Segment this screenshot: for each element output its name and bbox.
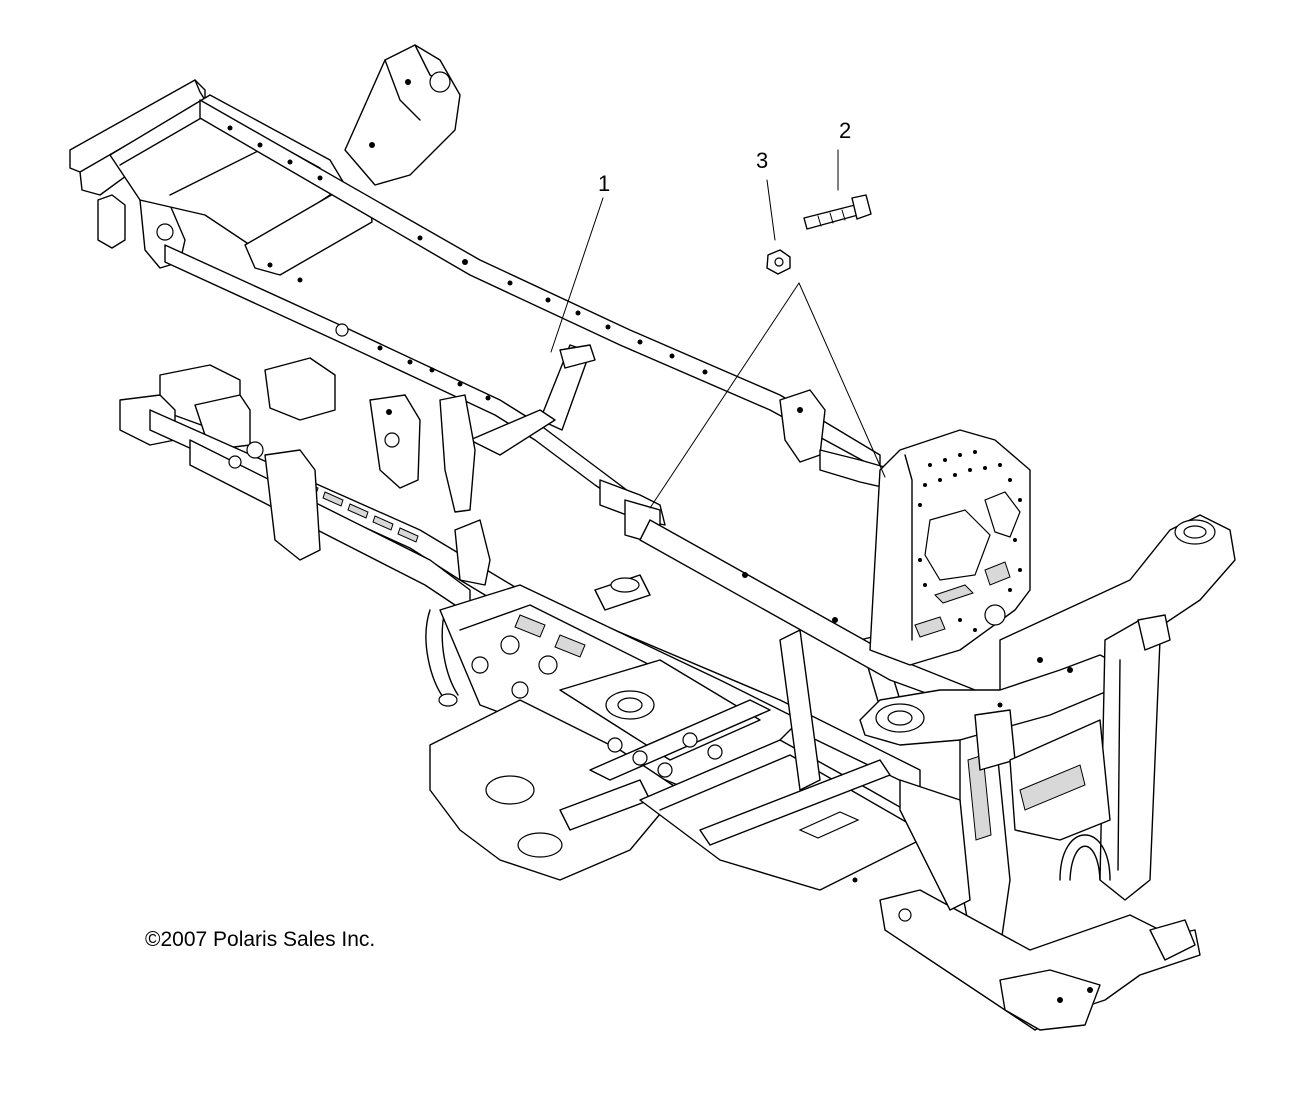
leader-line-3a [649,282,800,509]
callout-3: 3 [756,148,768,173]
front-bulkhead [852,429,1236,1031]
callout-1: 1 [598,171,610,196]
copyright-notice: ©2007 Polaris Sales Inc. [145,928,375,951]
tower-holes [918,450,1022,632]
lower-main-frame [119,357,1001,891]
leader-lines [550,149,886,509]
leader-line-3b [798,282,886,478]
bolt-part-2 [803,194,872,230]
rail-holes [227,125,708,401]
callout-2: 2 [839,118,851,143]
upper-frame-rail [69,44,896,546]
leader-line-3 [766,179,776,241]
nut-part-3 [766,249,791,275]
leader-line-1 [550,197,604,353]
